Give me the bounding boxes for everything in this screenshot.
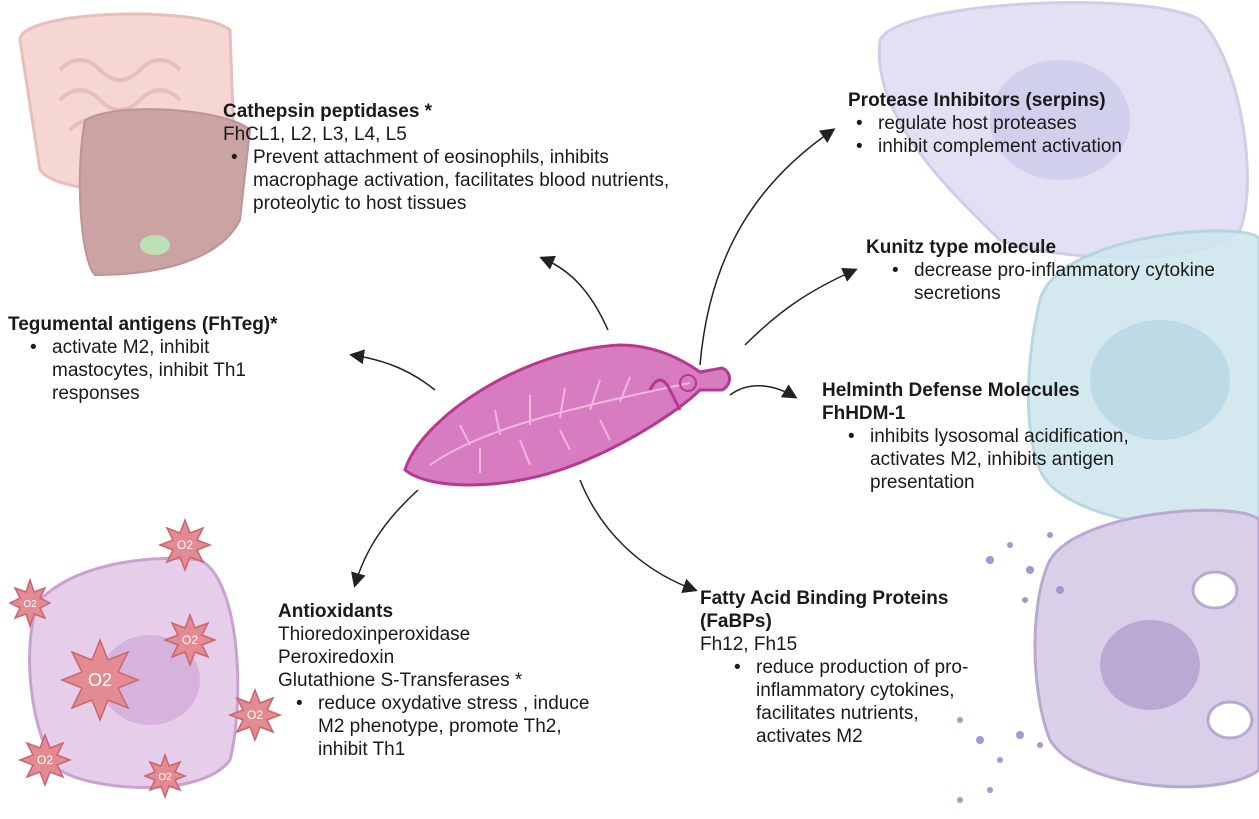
o2-label: O2 [177, 538, 193, 552]
block-title: Antioxidants [278, 601, 394, 622]
block-title: Tegumental antigens (FhTeg)* [8, 314, 278, 335]
bullet-item: inhibit complement activation [856, 135, 1248, 158]
o2-label: O2 [182, 633, 198, 647]
bullet-item: reduce production of pro-inflammatory cy… [734, 656, 996, 748]
antioxidants-block: Antioxidants Thioredoxinperoxidase Perox… [278, 600, 608, 761]
bullet-item: regulate host proteases [856, 112, 1248, 135]
helminth-defense-molecules-block: Helminth Defense Molecules FhHDM-1 inhib… [822, 379, 1142, 494]
arrows [349, 128, 858, 593]
block-title: Fatty Acid Binding Proteins (FaBPs) [700, 588, 949, 632]
fatty-acid-binding-proteins-block: Fatty Acid Binding Proteins (FaBPs) Fh12… [700, 587, 1000, 748]
block-title: Cathepsin peptidases * [223, 101, 433, 122]
kunitz-block: Kunitz type molecule decrease pro-inflam… [866, 236, 1216, 305]
block-subtitle: Thioredoxinperoxidase [278, 624, 471, 645]
cathepsin-peptidases-block: Cathepsin peptidases * FhCL1, L2, L3, L4… [223, 100, 703, 215]
o2-label: O2 [247, 708, 263, 722]
o2-label: O2 [158, 772, 172, 783]
ros-o2-stars [8, 517, 283, 800]
block-subtitle: Fh12, Fh15 [700, 634, 798, 655]
liver-fluke-illustration [403, 343, 731, 487]
block-title: Protease Inhibitors (serpins) [848, 90, 1106, 111]
bullet-item: decrease pro-inflammatory cytokine secre… [892, 259, 1216, 305]
o2-label: O2 [23, 599, 37, 610]
bullet-item: activate M2, inhibit mastocytes, inhibit… [30, 336, 282, 405]
block-subtitle: FhCL1, L2, L3, L4, L5 [223, 124, 407, 145]
intestine-liver-illustration [18, 12, 252, 277]
block-title: Helminth Defense Molecules [822, 380, 1080, 401]
bullet-item: Prevent attachment of eosinophils, inhib… [231, 146, 703, 215]
bullet-item: reduce oxydative stress , induce M2 phen… [296, 692, 598, 761]
serpins-block: Protease Inhibitors (serpins) regulate h… [848, 89, 1248, 158]
tegumental-antigens-block: Tegumental antigens (FhTeg)* activate M2… [8, 313, 338, 405]
block-subtitle: Peroxiredoxin [278, 647, 395, 668]
block-title: FhHDM-1 [822, 403, 906, 424]
o2-label: O2 [37, 753, 53, 767]
block-subtitle: Glutathione S-Transferases * [278, 670, 523, 691]
block-title: Kunitz type molecule [866, 237, 1057, 258]
bullet-item: inhibits lysosomal acidification, activa… [848, 425, 1142, 494]
o2-label: O2 [88, 670, 112, 690]
